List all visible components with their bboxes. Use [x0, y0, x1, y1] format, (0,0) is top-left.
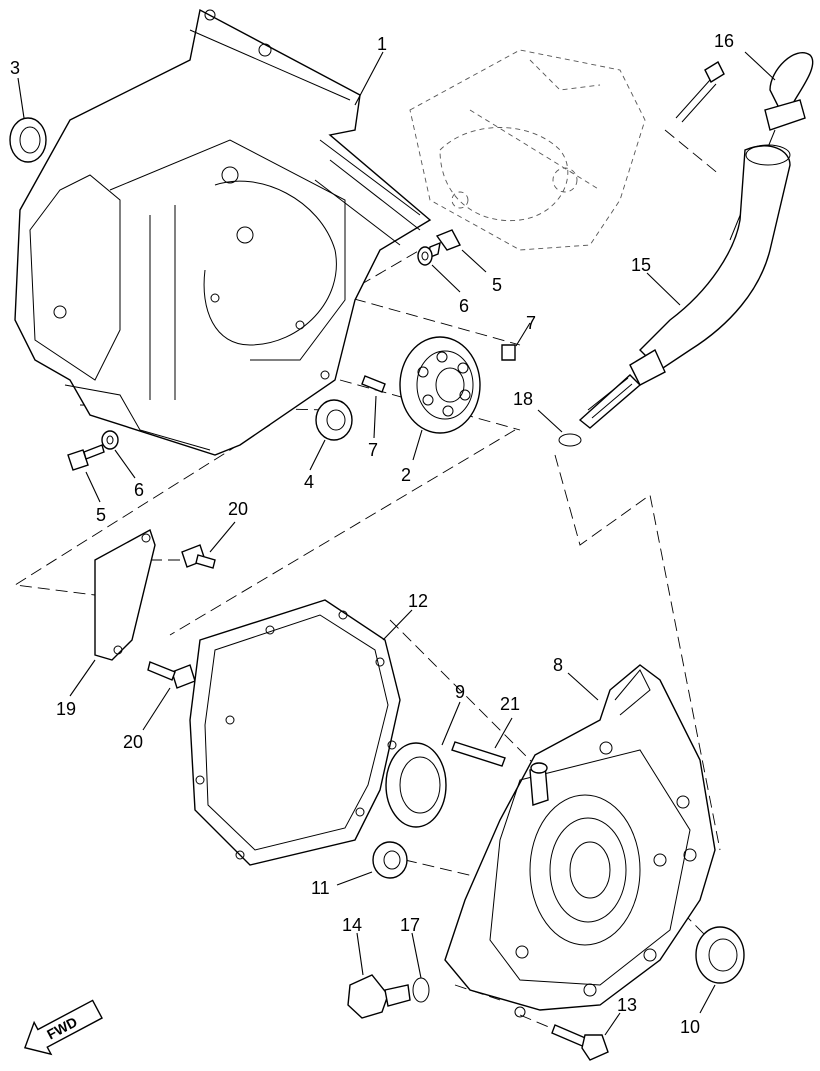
o-ring-plug	[412, 977, 430, 1003]
tube-bolt	[675, 61, 725, 123]
oil-filler-tube	[578, 144, 791, 429]
callout-14: 14	[342, 915, 362, 935]
o-ring-tube	[558, 433, 582, 447]
leader-lines	[17, 51, 776, 1036]
callout-15: 15	[631, 255, 651, 275]
callout-8: 8	[553, 655, 563, 675]
dowel-pins	[361, 344, 516, 393]
callout-5-lower: 5	[96, 505, 106, 525]
oil-seal-10	[695, 926, 745, 984]
gasket	[189, 599, 401, 866]
crankcase	[14, 8, 432, 456]
bolt-washer-lower	[67, 430, 119, 471]
small-oil-seal	[315, 399, 353, 441]
callout-21: 21	[500, 694, 520, 714]
callout-9: 9	[455, 682, 465, 702]
callout-3: 3	[10, 58, 20, 78]
drain-plug	[347, 974, 411, 1019]
callout-6-lower: 6	[134, 480, 144, 500]
callout-19: 19	[56, 699, 76, 719]
callout-5-upper: 5	[492, 275, 502, 295]
cover-bolt	[551, 1024, 609, 1061]
oil-seal-top	[9, 117, 47, 163]
callout-20-upper: 20	[228, 499, 248, 519]
callout-10: 10	[680, 1017, 700, 1037]
bolt-washer-upper	[417, 229, 461, 266]
callout-13: 13	[617, 995, 637, 1015]
callout-17: 17	[400, 915, 420, 935]
callout-4: 4	[304, 472, 314, 492]
bracket-bolt-lower	[147, 661, 196, 689]
callouts: 1 2 3 4 5 5 6 6 7 7 8 9 10 11 12 13 14 1…	[10, 31, 734, 1037]
callout-2: 2	[401, 465, 411, 485]
callout-16: 16	[714, 31, 734, 51]
callout-11: 11	[311, 878, 330, 898]
oil-seal-mid	[385, 742, 447, 828]
dipstick-cap	[729, 52, 814, 241]
bracket-bolt-upper	[181, 544, 216, 569]
callout-18: 18	[513, 389, 533, 409]
small-seal-11	[372, 841, 408, 879]
callout-12: 12	[408, 591, 428, 611]
dowel-pin-21	[451, 741, 506, 767]
fwd-arrow: FWD	[23, 999, 103, 1056]
bracket	[94, 528, 156, 661]
ball-bearing	[399, 336, 481, 434]
callout-20-lower: 20	[123, 732, 143, 752]
cylinder-head-ghost	[409, 49, 646, 251]
callout-6-upper: 6	[459, 296, 469, 316]
crankcase-cover	[444, 664, 716, 1018]
callout-7-right: 7	[526, 313, 536, 333]
callout-1: 1	[377, 34, 387, 54]
callout-7-left: 7	[368, 440, 378, 460]
